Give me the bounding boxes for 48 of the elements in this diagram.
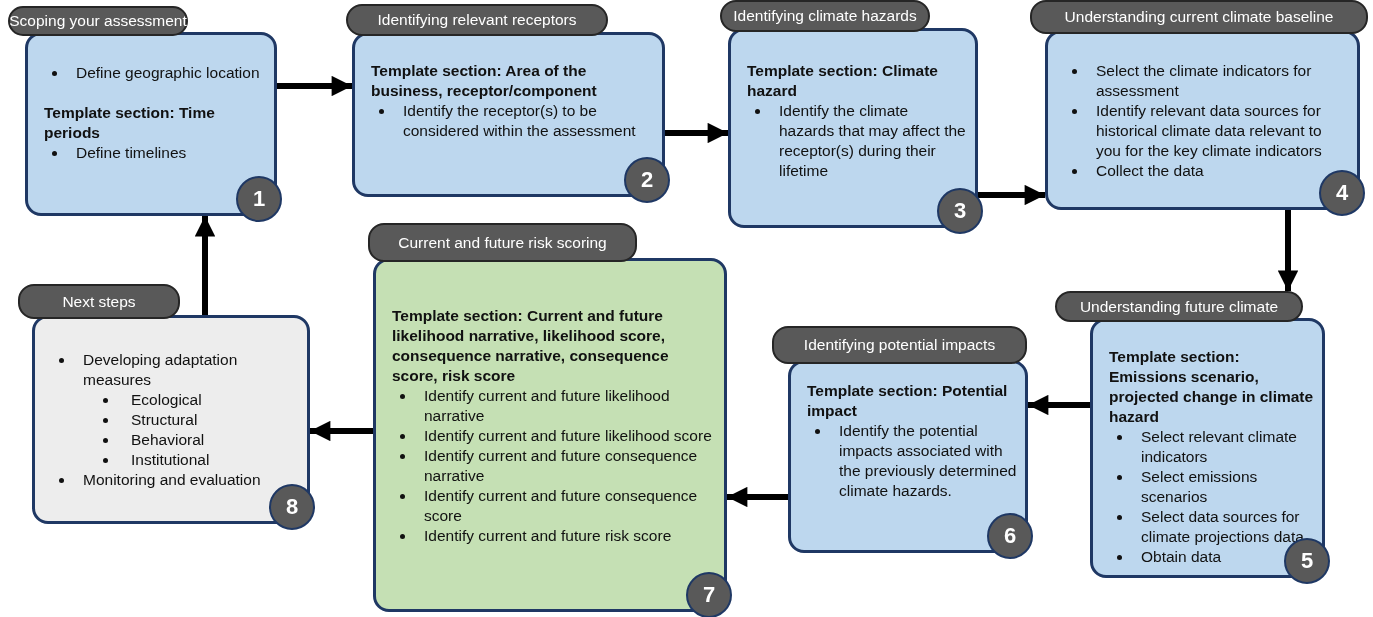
step-number-badge: 2 <box>624 157 670 203</box>
template-section-heading: Template section: Time periods <box>44 103 216 143</box>
bullet-item: Select relevant climate indicators <box>1131 427 1314 467</box>
step-number-badge: 7 <box>686 572 732 617</box>
arrow <box>727 486 788 508</box>
step-title-tab: Next steps <box>18 284 180 319</box>
arrow <box>1028 394 1090 416</box>
sub-bullet-item: Institutional <box>117 450 299 470</box>
bullet-item: Identify the potential impacts associated with the previously determined climate hazards. <box>829 421 1017 501</box>
arrow <box>978 184 1045 206</box>
step-number-badge: 4 <box>1319 170 1365 216</box>
bullet-item: Define timelines <box>66 143 266 163</box>
arrow <box>665 122 728 144</box>
template-section-heading: Template section: Current and future likelihood narrative, likelihood score, consequence narrative, consequence score, risk score <box>392 306 670 386</box>
template-section-heading: Template section: Potential impact <box>807 381 1009 421</box>
bullet-item: Identify the climate hazards that may affect the receptor(s) during their lifetime <box>769 101 967 181</box>
bullet-item: Select the climate indicators for assessment <box>1086 61 1349 101</box>
bullet-item: Identify the receptor(s) to be considered within the assessment <box>393 101 654 141</box>
step-title-tab: Identifying climate hazards <box>720 0 930 32</box>
step-title-tab: Identifying relevant receptors <box>346 4 608 36</box>
step-title-tab: Current and future risk scoring <box>368 223 637 262</box>
arrow <box>194 216 216 315</box>
bullet-item: Developing adaptation measures <box>73 350 299 390</box>
step-number-badge: 3 <box>937 188 983 234</box>
bullet-item: Identify current and future risk score <box>414 526 716 546</box>
sub-bullet-item: Ecological <box>117 390 299 410</box>
sub-bullet-item: Behavioral <box>117 430 299 450</box>
bullet-item: Identify current and future likelihood score <box>414 426 716 446</box>
template-section-heading: Template section: Area of the business, receptor/component <box>371 61 598 101</box>
step-number-badge: 8 <box>269 484 315 530</box>
template-section-heading: Template section: Climate hazard <box>747 61 939 101</box>
arrow <box>1277 210 1299 291</box>
bullet-item: Select emissions scenarios <box>1131 467 1314 507</box>
step-title-tab: Understanding future climate <box>1055 291 1303 322</box>
step-number-badge: 6 <box>987 513 1033 559</box>
bullet-item: Identify current and future likelihood narrative <box>414 386 716 426</box>
arrow <box>310 420 373 442</box>
step-title-tab: Understanding current climate baseline <box>1030 0 1368 34</box>
step-title-tab: Identifying potential impacts <box>772 326 1027 364</box>
step-title-tab: Scoping your assessment <box>8 6 188 36</box>
arrow <box>277 75 352 97</box>
bullet-item: Identify current and future consequence narrative <box>414 446 716 486</box>
template-section-heading: Template section: Emissions scenario, projected change in climate hazard <box>1109 347 1314 427</box>
bullet-item: Define geographic location <box>66 63 266 83</box>
bullet-item: Identify current and future consequence score <box>414 486 716 526</box>
step-number-badge: 1 <box>236 176 282 222</box>
sub-bullet-item: Structural <box>117 410 299 430</box>
bullet-item: Identify relevant data sources for historical climate data relevant to you for the key climate indicators <box>1086 101 1349 161</box>
